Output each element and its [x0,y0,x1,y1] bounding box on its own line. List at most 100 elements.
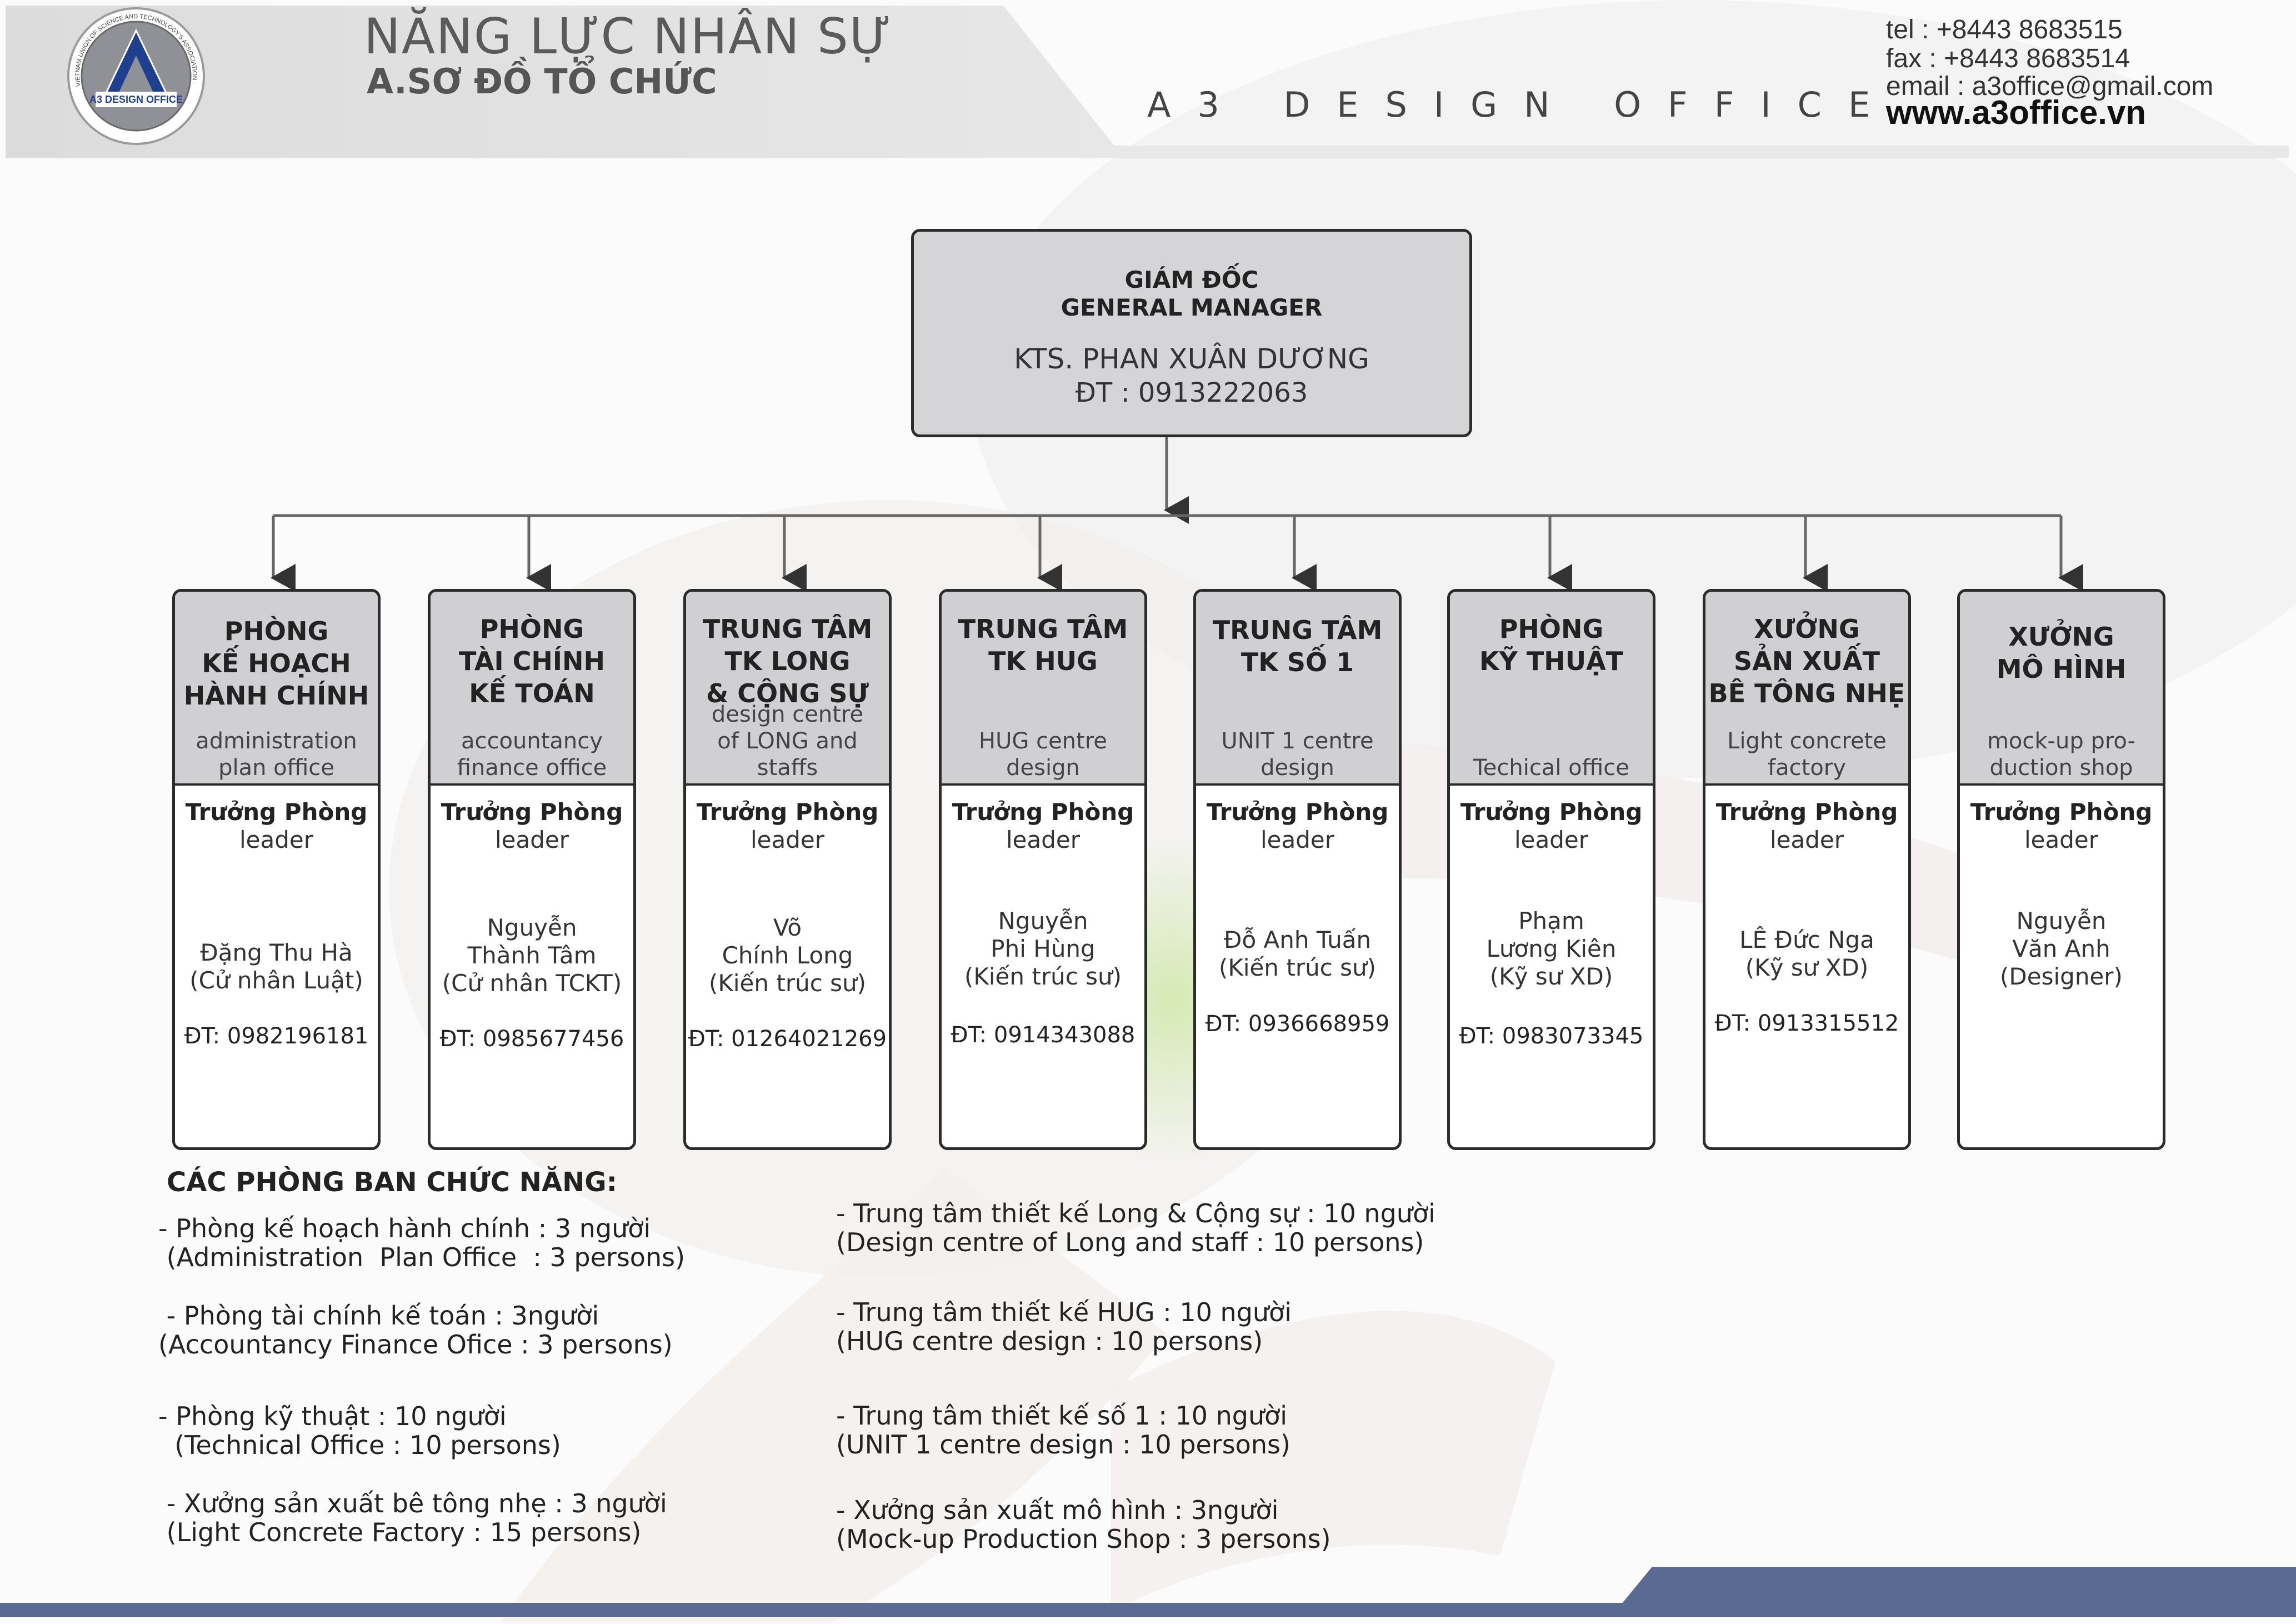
leader-name-line: Phạm [1450,907,1653,935]
department-header: XƯỞNGSẢN XUẤTBÊ TÔNG NHẸ Light concretefa… [1705,592,1908,786]
department-english-line: mock-up pro- [1960,728,2163,754]
leader-name-line: (Kỹ sư XD) [1450,963,1653,991]
department-english-line: duction shop [1960,754,2163,781]
function-item-line: - Trung tâm thiết kế HUG : 10 người [836,1298,1292,1327]
function-item-line: (Light Concrete Factory : 15 persons) [158,1518,641,1547]
function-item-line: - Phòng tài chính kế toán : 3người [158,1301,599,1330]
leader-name-line: Phi Hùng [942,935,1144,963]
leader-name-line: Đỗ Anh Tuấn [1196,926,1399,954]
department-english-line: factory [1705,754,1908,781]
department-phone: ĐT: 0913315512 [1705,1010,1908,1037]
function-item-line: (Accountancy Finance Ofice : 3 persons) [158,1330,673,1359]
department-title-line: TK SỐ 1 [1196,646,1399,678]
department-role: Trưởng Phòngleader [1196,798,1399,854]
leader-name-line: (Kỹ sư XD) [1705,954,1908,982]
department-english-line: Techical office [1450,754,1653,781]
department-english-line: design centre [686,701,889,728]
department-phone: ĐT: 01264021269 [686,1025,889,1053]
department-leader-name: Đặng Thu Hà(Cử nhân Luật) [175,939,378,995]
role-title: Trưởng Phòng [686,798,889,826]
gm-title-vn: GIÁM ĐỐC [914,266,1469,293]
department-title-line: XƯỞNG [1705,613,1908,645]
leader-name-line: (Cử nhân TCKT) [431,970,633,997]
department-english-line: plan office [175,754,378,781]
department-title-line: MÔ HÌNH [1960,653,2163,685]
leader-name-line: Võ [686,914,889,942]
department-leader-name: VõChính Long(Kiến trúc sư) [686,914,889,997]
department-english-name: mock-up pro-duction shop [1960,728,2163,781]
department-english-line: design [942,754,1144,781]
role-title-en: leader [942,826,1144,854]
department-title-line: TRUNG TÂM [1196,614,1399,646]
department-title-line: KẾ TOÁN [431,677,633,709]
department-title-line: TÀI CHÍNH [431,645,633,677]
functions-title: CÁC PHÒNG BAN CHỨC NĂNG: [167,1167,617,1198]
function-item-line: - Trung tâm thiết kế số 1 : 10 người [836,1401,1287,1430]
department-box: PHÒNGTÀI CHÍNHKẾ TOÁN accountancyfinance … [428,589,636,1150]
role-title: Trưởng Phòng [431,798,633,826]
department-leader-name: LÊ Đức Nga(Kỹ sư XD) [1705,926,1908,982]
department-english-line: staffs [686,754,889,781]
department-english-name: Techical office [1450,754,1653,781]
department-english-line: accountancy [431,728,633,754]
department-title-line: KẾ HOẠCH [175,647,378,679]
department-english-name: Light concretefactory [1705,728,1908,781]
role-title: Trưởng Phòng [1450,798,1653,826]
leader-name-line: LÊ Đức Nga [1705,926,1908,954]
leader-name-line: Văn Anh [1960,935,2163,963]
leader-name-line: Chính Long [686,942,889,970]
department-header: TRUNG TÂMTK SỐ 1UNIT 1 centredesign [1196,592,1399,786]
function-item-line: (UNIT 1 centre design : 10 persons) [836,1430,1290,1459]
department-title-line: SẢN XUẤT [1705,645,1908,677]
leader-name-line: (Cử nhân Luật) [175,967,378,995]
role-title: Trưởng Phòng [1196,798,1399,826]
leader-name-line: (Kiến trúc sư) [1196,954,1399,982]
department-title-line: TRUNG TÂM [686,613,889,645]
gm-title-en: GENERAL MANAGER [914,294,1469,321]
department-title-line: BÊ TÔNG NHẸ [1705,677,1908,709]
function-item-line: - Xưởng sản xuất bê tông nhẹ : 3 người [158,1489,667,1518]
function-item-line: (Administration Plan Office : 3 persons) [158,1243,685,1272]
function-item-line: (HUG centre design : 10 persons) [836,1327,1263,1356]
role-title-en: leader [1196,826,1399,854]
department-english-name: administrationplan office [175,728,378,781]
leader-name-line: Đặng Thu Hà [175,939,378,967]
department-title: PHÒNGTÀI CHÍNHKẾ TOÁN [431,613,633,709]
general-manager-box: GIÁM ĐỐC GENERAL MANAGER KTS. PHAN XUÂN … [911,229,1472,437]
leader-name-line: Nguyễn [942,907,1144,935]
gm-phone: ĐT : 0913222063 [914,377,1469,408]
leader-name-line: (Designer) [1960,963,2163,991]
department-header: PHÒNGKẾ HOẠCHHÀNH CHÍNHadministrationpla… [175,592,378,786]
department-title-line: PHÒNG [431,613,633,645]
function-item-line: - Phòng kế hoạch hành chính : 3 người [158,1214,651,1243]
department-box: PHÒNGKỸ THUẬTTechical officeTrưởng Phòng… [1447,589,1655,1150]
department-phone: ĐT: 0982196181 [175,1022,378,1050]
leader-name-line: (Kiến trúc sư) [942,963,1144,991]
role-title-en: leader [686,826,889,854]
role-title-en: leader [1960,826,2163,854]
leader-name-line: (Kiến trúc sư) [686,970,889,997]
department-header: TRUNG TÂMTK LONG& CỘNG SỰdesign centreof… [686,592,889,786]
function-item-line: - Phòng kỹ thuật : 10 người [158,1402,507,1431]
department-english-line: of LONG and [686,728,889,754]
department-leader-name: NguyễnVăn Anh(Designer) [1960,907,2163,991]
